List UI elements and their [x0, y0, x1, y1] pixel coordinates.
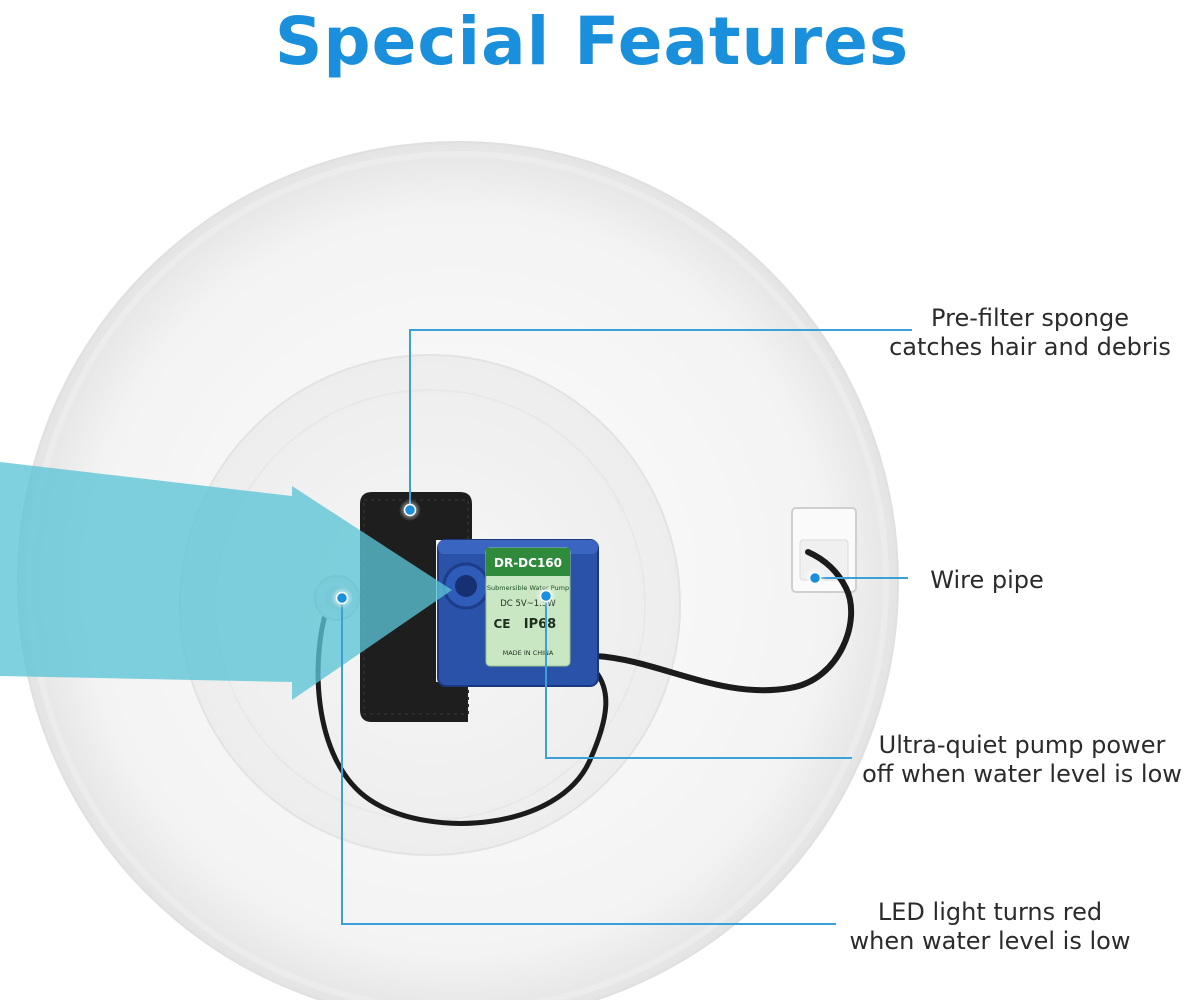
callout-wire-line1: Wire pipe [930, 566, 1044, 594]
callout-led: LED light turns red when water level is … [830, 898, 1150, 956]
leader-line-pump [545, 596, 852, 759]
leader-lines [341, 329, 912, 925]
callout-led-line2: when water level is low [849, 927, 1131, 955]
callout-sponge-line1: Pre-filter sponge [931, 304, 1129, 332]
callout-dots [331, 499, 826, 609]
pump-rating-text: IP68 [524, 617, 556, 632]
callout-dot-icon [403, 503, 417, 517]
power-cable [593, 549, 855, 694]
pump-model-text: DR-DC160 [494, 556, 562, 570]
callout-pump: Ultra-quiet pump power off when water le… [860, 731, 1184, 789]
led-cable [315, 597, 609, 826]
callout-sponge: Pre-filter sponge catches hair and debri… [870, 304, 1184, 362]
callout-led-line1: LED light turns red [877, 898, 1103, 926]
callout-dot-icon [539, 589, 553, 603]
pump: DR-DC160 Submersible Water Pump DC 5V~1.… [437, 539, 599, 687]
callout-pump-line2: off when water level is low [862, 760, 1182, 788]
flow-arrow-icon [0, 462, 452, 700]
leader-line-sponge [409, 329, 912, 510]
callout-dot-icon [808, 571, 822, 585]
leader-line-led [341, 598, 836, 925]
callout-dot-icon [335, 591, 349, 605]
page-title: Special Features [274, 3, 910, 80]
pump-spec-text: DC 5V~1.5W [500, 599, 556, 609]
pump-origin-text: MADE IN CHINA [503, 649, 554, 657]
pump-subtitle-text: Submersible Water Pump [487, 584, 569, 592]
callout-wire-pipe: Wire pipe [912, 566, 1062, 595]
callout-sponge-line2: catches hair and debris [889, 333, 1171, 361]
pump-mark-text: CE [493, 617, 510, 631]
callout-pump-line1: Ultra-quiet pump power [878, 731, 1166, 759]
